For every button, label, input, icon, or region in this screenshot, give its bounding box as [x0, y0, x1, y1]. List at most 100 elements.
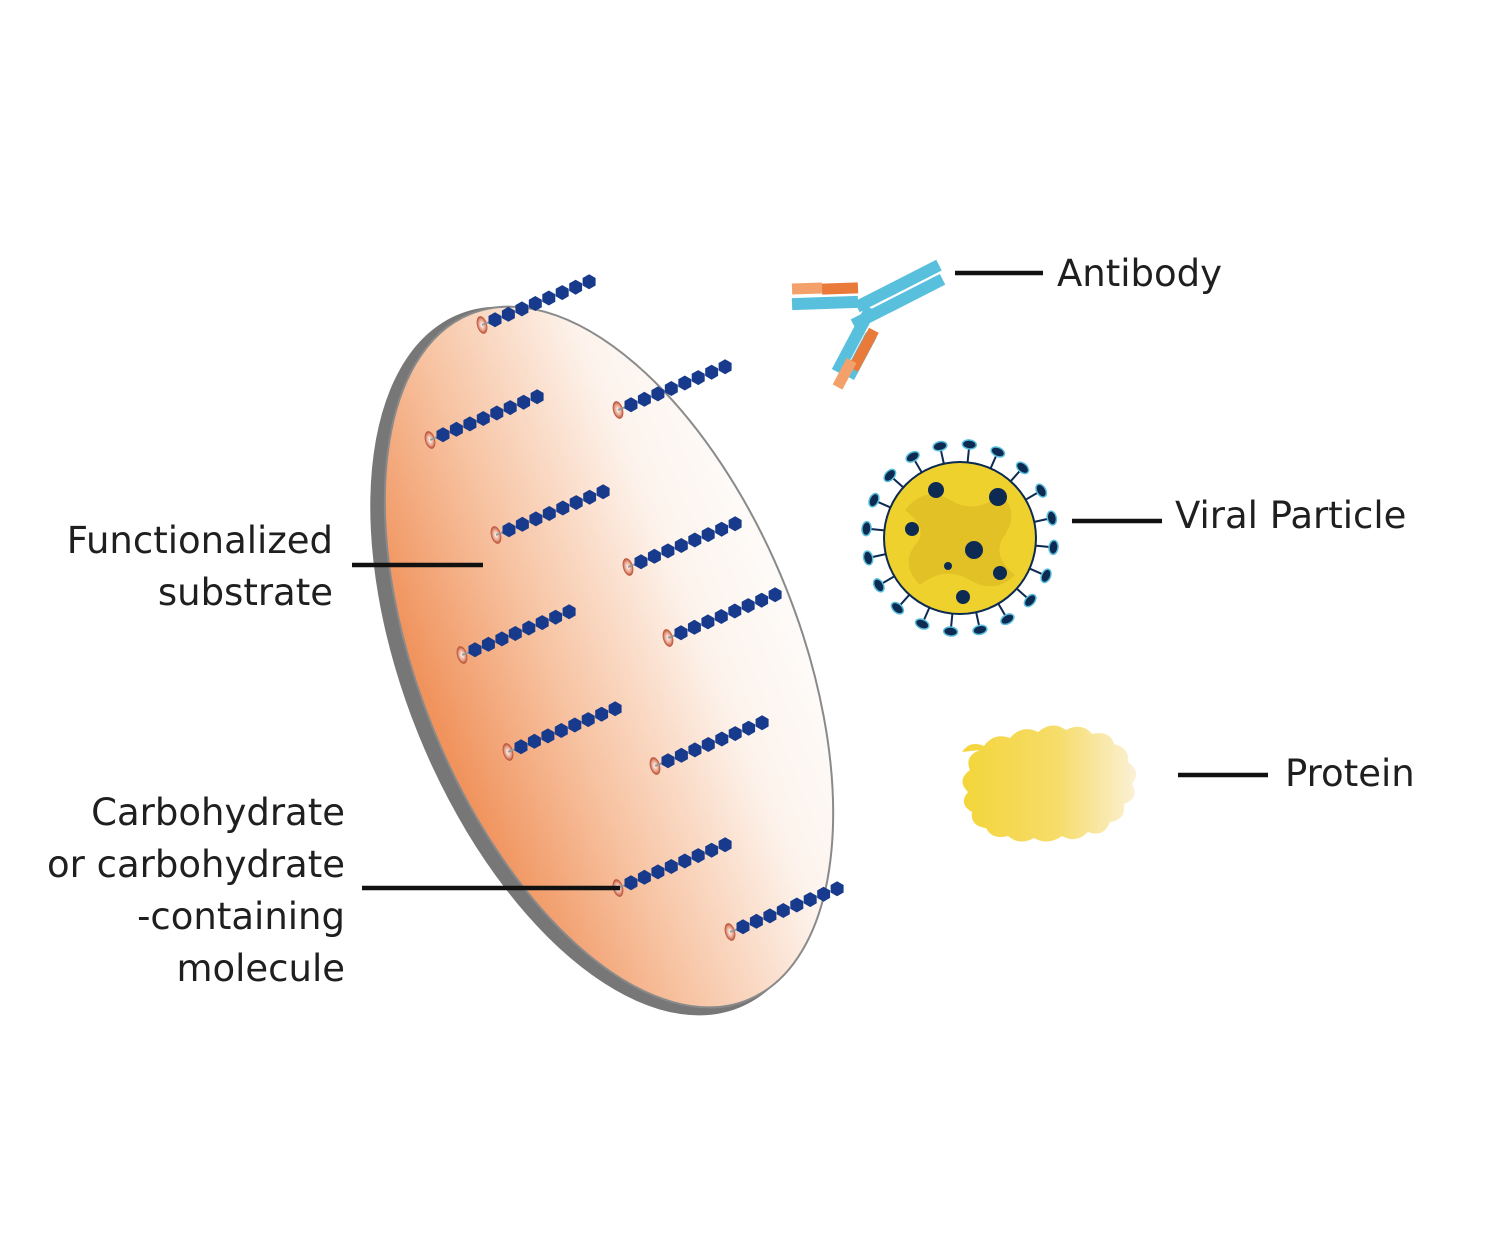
sugar-unit	[830, 881, 844, 897]
sugar-unit	[705, 842, 719, 858]
sugar-unit	[569, 279, 583, 295]
sugar-unit	[549, 609, 563, 625]
sugar-unit	[556, 500, 570, 516]
sugar-unit	[555, 285, 569, 301]
sugar-unit	[715, 731, 729, 747]
virus-spike	[932, 440, 948, 452]
sugar-unit	[749, 913, 763, 929]
sugar-unit	[527, 733, 541, 749]
carbohydrate-chain	[622, 516, 742, 576]
sugar-unit	[637, 391, 651, 407]
carbohydrate-chain	[649, 715, 769, 775]
sugar-unit	[674, 538, 688, 553]
sugar-unit	[688, 742, 702, 758]
carbohydrate-label-line2: or carbohydrate	[47, 843, 345, 886]
sugar-unit	[582, 274, 596, 290]
sugar-unit	[705, 364, 719, 380]
sugar-unit	[581, 712, 595, 728]
carbohydrate-label-line1: Carbohydrate	[91, 791, 345, 834]
sugar-unit	[736, 919, 750, 935]
virus-spike	[1023, 593, 1037, 608]
sugar-unit	[817, 886, 831, 902]
virus-spike	[1015, 461, 1030, 475]
sugar-unit	[776, 903, 790, 918]
sugar-unit	[688, 532, 702, 548]
virus-spike	[1046, 510, 1058, 526]
sugar-unit	[515, 516, 529, 532]
sugar-unit	[495, 631, 509, 647]
sugar-unit	[701, 527, 715, 543]
carbohydrate-label-line4: molecule	[176, 947, 345, 990]
sugar-unit	[624, 397, 638, 413]
sugar-unit	[664, 859, 678, 874]
sugar-unit	[742, 720, 756, 736]
sugar-unit	[763, 908, 777, 924]
sugar-unit	[514, 739, 528, 755]
sugar-unit	[728, 603, 742, 619]
viral-particle-label: Viral Particle	[1175, 494, 1406, 537]
sugar-unit	[664, 381, 678, 396]
sugar-unit	[755, 715, 769, 731]
virus-spike	[914, 618, 930, 630]
sugar-unit	[481, 636, 495, 652]
carbohydrate-chain	[612, 837, 732, 897]
sugar-unit	[678, 375, 692, 391]
virus-spike	[883, 468, 897, 483]
substrate-surface	[383, 305, 835, 1009]
sugar-unit	[535, 615, 549, 631]
sugar-unit	[490, 405, 504, 421]
sugar-unit	[661, 543, 675, 559]
carbohydrate-chains	[424, 274, 844, 941]
sugar-unit	[803, 892, 817, 908]
virus-spike	[1035, 483, 1048, 498]
carbohydrate-chain	[456, 604, 576, 664]
sugar-unit	[463, 416, 477, 432]
sugar-unit	[790, 897, 804, 913]
substrate-label-line2: substrate	[158, 571, 333, 614]
sugar-unit	[583, 489, 597, 505]
virus-spike	[868, 492, 880, 508]
sugar-unit	[624, 875, 638, 891]
carbohydrate-chain	[490, 484, 610, 544]
carbohydrate-chain	[476, 274, 596, 334]
sugar-unit	[562, 604, 576, 620]
protein-label: Protein	[1285, 752, 1415, 795]
antibody-label: Antibody	[1057, 252, 1222, 295]
sugar-unit	[651, 864, 665, 880]
sugar-unit	[718, 359, 732, 375]
sugar-unit	[608, 701, 622, 717]
virus-spike	[872, 578, 885, 593]
functionalized-substrate	[370, 305, 835, 1016]
virus-spikes	[861, 439, 1059, 637]
virus-spike	[890, 601, 905, 615]
sugar-unit	[741, 598, 755, 614]
sugar-unit	[517, 394, 531, 410]
sugar-unit	[715, 521, 729, 537]
antibody-icon	[791, 259, 946, 390]
virus-spike	[1040, 568, 1052, 584]
sugar-unit	[674, 625, 688, 641]
sugar-unit	[508, 626, 522, 641]
sugar-unit	[691, 370, 705, 386]
sugar-unit	[488, 312, 502, 328]
sugar-unit	[529, 511, 543, 527]
sugar-unit	[714, 609, 728, 624]
substrate-label-line1: Functionalized	[67, 519, 333, 562]
sugar-unit	[595, 706, 609, 722]
sugar-unit	[634, 554, 648, 570]
sugar-unit	[449, 421, 463, 437]
carbohydrate-chain	[724, 881, 844, 941]
sugar-unit	[468, 642, 482, 658]
virus-spike	[972, 624, 988, 636]
sugar-unit	[651, 386, 665, 402]
carbohydrate-chain	[502, 701, 622, 761]
sugar-unit	[637, 869, 651, 885]
sugar-unit	[691, 848, 705, 864]
virus-spike	[961, 439, 978, 450]
sugar-unit	[554, 723, 568, 738]
virus-spike	[1048, 539, 1059, 556]
sugar-unit	[647, 548, 661, 564]
sugar-unit	[503, 400, 517, 416]
sugar-unit	[728, 726, 742, 742]
sugar-unit	[436, 427, 450, 443]
